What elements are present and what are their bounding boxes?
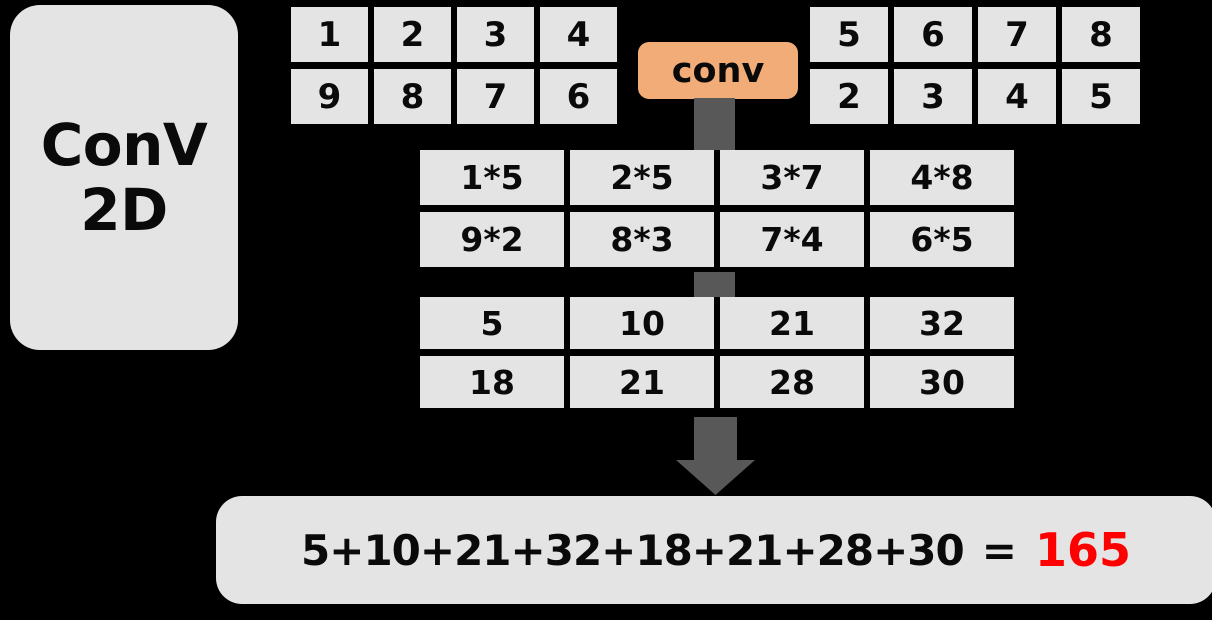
matrix-cell: 21 (570, 356, 714, 408)
matrix-cell: 7*4 (720, 212, 864, 267)
matrix-cell: 6 (894, 7, 972, 62)
matrix-cell: 3 (457, 7, 534, 62)
conv2d-title-panel: ConV 2D (10, 5, 238, 350)
matrix-cell: 18 (420, 356, 564, 408)
conv-operation-badge[interactable]: conv (638, 42, 798, 99)
matrix-row: 9 8 7 6 (291, 69, 617, 124)
matrix-cell: 5 (420, 297, 564, 349)
matrix-input-left: 1 2 3 4 9 8 7 6 (291, 7, 617, 124)
matrix-cell: 7 (978, 7, 1056, 62)
matrix-cell: 21 (720, 297, 864, 349)
conv2d-title-line1: ConV (40, 110, 208, 179)
matrix-cell: 3*7 (720, 150, 864, 205)
connector-products-to-results (694, 272, 735, 297)
conv2d-title-line2: 2D (80, 175, 168, 244)
matrix-cell: 6*5 (870, 212, 1014, 267)
matrix-cell: 32 (870, 297, 1014, 349)
matrix-cell: 5 (810, 7, 888, 62)
summation-expression: 5+10+21+32+18+21+28+30 (301, 525, 965, 575)
matrix-cell: 30 (870, 356, 1014, 408)
conv2d-title-text: ConV 2D (40, 110, 208, 244)
matrix-cell: 6 (540, 69, 617, 124)
summation-total: 165 (1034, 523, 1131, 577)
matrix-cell: 1 (291, 7, 368, 62)
matrix-cell: 1*5 (420, 150, 564, 205)
matrix-cell: 8 (374, 69, 451, 124)
matrix-cell: 3 (894, 69, 972, 124)
matrix-cell: 8 (1062, 7, 1140, 62)
matrix-products: 1*5 2*5 3*7 4*8 9*2 8*3 7*4 6*5 (420, 150, 1014, 267)
matrix-row: 2 3 4 5 (810, 69, 1140, 124)
summation-panel: 5+10+21+32+18+21+28+30 = 165 (216, 496, 1212, 604)
matrix-cell: 4*8 (870, 150, 1014, 205)
matrix-cell: 9*2 (420, 212, 564, 267)
matrix-cell: 2*5 (570, 150, 714, 205)
matrix-row: 5 6 7 8 (810, 7, 1140, 62)
connector-conv-to-products (694, 98, 735, 150)
matrix-cell: 4 (540, 7, 617, 62)
matrix-cell: 2 (810, 69, 888, 124)
matrix-cell: 8*3 (570, 212, 714, 267)
matrix-row: 1 2 3 4 (291, 7, 617, 62)
matrix-row: 5 10 21 32 (420, 297, 1014, 349)
matrix-row: 1*5 2*5 3*7 4*8 (420, 150, 1014, 205)
matrix-row: 18 21 28 30 (420, 356, 1014, 408)
matrix-cell: 5 (1062, 69, 1140, 124)
matrix-input-right: 5 6 7 8 2 3 4 5 (810, 7, 1140, 124)
matrix-cell: 4 (978, 69, 1056, 124)
summation-equals-sign: = (981, 525, 1017, 575)
matrix-cell: 2 (374, 7, 451, 62)
arrow-down-icon (676, 417, 755, 495)
matrix-results: 5 10 21 32 18 21 28 30 (420, 297, 1014, 408)
matrix-cell: 28 (720, 356, 864, 408)
matrix-cell: 9 (291, 69, 368, 124)
conv-badge-label: conv (671, 50, 765, 91)
matrix-row: 9*2 8*3 7*4 6*5 (420, 212, 1014, 267)
matrix-cell: 7 (457, 69, 534, 124)
matrix-cell: 10 (570, 297, 714, 349)
